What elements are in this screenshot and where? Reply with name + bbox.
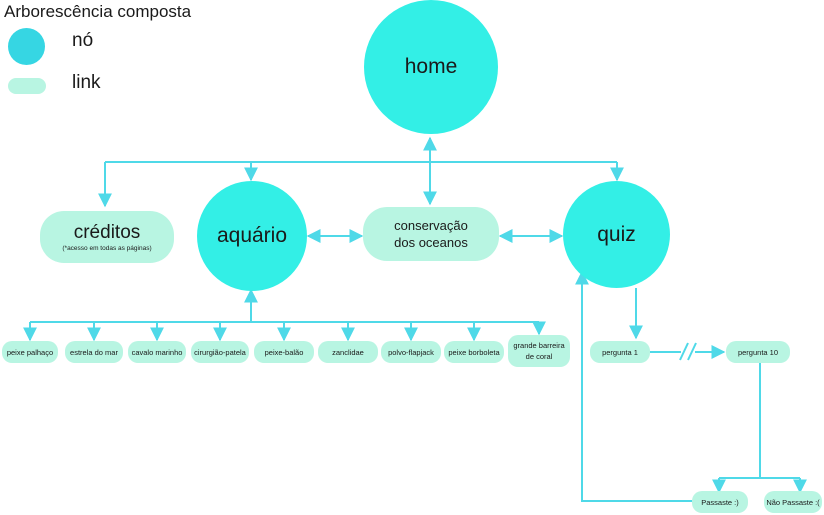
diagram-title: Arborescência composta	[4, 2, 192, 21]
link-cirurgiao-patela[interactable]: cirurgião-patela	[191, 341, 249, 363]
link-conservacao[interactable]: conservação dos oceanos	[363, 207, 499, 261]
polvo-flapjack-label: polvo-flapjack	[388, 347, 434, 357]
legend-link-label: link	[72, 72, 101, 93]
creditos-note: (*acesso em todas as páginas)	[62, 245, 152, 252]
link-pergunta-1[interactable]: pergunta 1	[590, 341, 650, 363]
link-zanclidae[interactable]: zanclidae	[318, 341, 378, 363]
legend-node-label: nó	[72, 30, 94, 51]
link-creditos[interactable]: créditos (*acesso em todas as páginas)	[40, 211, 174, 263]
node-quiz[interactable]: quiz	[563, 181, 670, 288]
passaste-label: Passaste :)	[701, 497, 739, 507]
link-estrela-do-mar[interactable]: estrela do mar	[65, 341, 123, 363]
node-home-label: home	[404, 55, 458, 78]
peixe-borboleta-label: peixe borboleta	[448, 347, 500, 357]
link-peixe-palhaco[interactable]: peixe palhaço	[2, 341, 58, 363]
cirurgiao-patela-label: cirurgião-patela	[194, 347, 246, 357]
node-aquario-label: aquário	[216, 224, 288, 247]
estrela-do-mar-label: estrela do mar	[70, 347, 118, 357]
link-passaste[interactable]: Passaste :)	[692, 491, 748, 513]
cavalo-marinho-label: cavalo marinho	[131, 347, 183, 357]
node-home[interactable]: home	[364, 0, 498, 134]
link-grande-barreira-de-coral[interactable]: grande barreira de coral	[508, 335, 570, 367]
link-peixe-balao[interactable]: peixe-balão	[254, 341, 314, 363]
legend-node-swatch	[8, 28, 45, 65]
peixe-palhaco-label: peixe palhaço	[6, 347, 54, 357]
peixe-balao-label: peixe-balão	[264, 347, 304, 357]
link-peixe-borboleta[interactable]: peixe borboleta	[444, 341, 504, 363]
node-aquario[interactable]: aquário	[197, 181, 307, 291]
conservacao-line1: conservação	[394, 218, 468, 233]
node-quiz-label: quiz	[597, 222, 636, 246]
link-pergunta-10[interactable]: pergunta 10	[726, 341, 790, 363]
link-polvo-flapjack[interactable]: polvo-flapjack	[381, 341, 441, 363]
conservacao-line2: dos oceanos	[394, 235, 468, 250]
zanclidae-label: zanclidae	[332, 347, 364, 357]
grande-barreira-label: grande barreira de coral	[513, 341, 565, 361]
pergunta-10-label: pergunta 10	[737, 347, 779, 357]
link-nao-passaste[interactable]: Não Passaste :(	[764, 491, 822, 513]
pergunta-1-label: pergunta 1	[602, 347, 638, 357]
creditos-label: créditos	[73, 222, 141, 243]
legend-link-swatch	[8, 78, 46, 94]
nao-passaste-label: Não Passaste :(	[766, 497, 820, 507]
link-cavalo-marinho[interactable]: cavalo marinho	[128, 341, 186, 363]
